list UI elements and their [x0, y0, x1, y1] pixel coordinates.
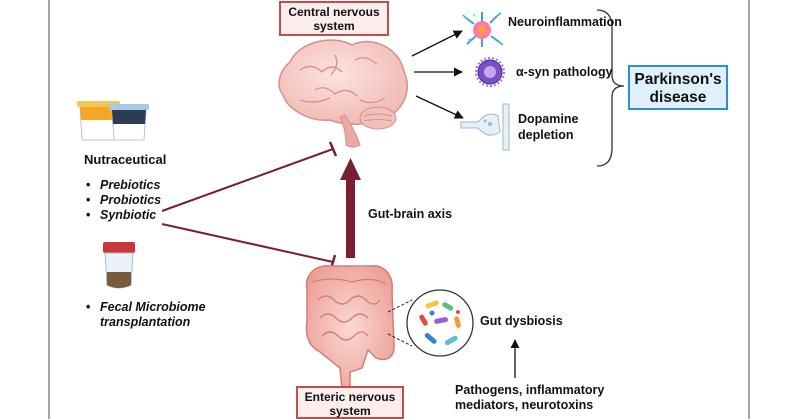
inhibit-ens-line	[161, 223, 334, 263]
gut-icon	[305, 265, 395, 391]
fmt-label: Fecal Microbiome transplantation	[86, 300, 206, 330]
outcome-brace	[596, 9, 625, 167]
zoom-line-bottom	[387, 333, 413, 347]
dopamine-label: Dopamine depletion	[518, 112, 579, 142]
asyn-label: α-syn pathology	[516, 65, 613, 79]
cns-box: Central nervous system	[279, 1, 389, 36]
causes-label: Pathogens, inflammatory mediators, neuro…	[455, 383, 605, 412]
list-item: Prebiotics	[86, 178, 161, 193]
nutraceutical-list: Prebiotics Probiotics Synbiotic	[86, 178, 161, 223]
list-item: Synbiotic	[86, 208, 161, 223]
inhibit-cns-bar	[328, 141, 338, 157]
sample-jar-icon	[103, 242, 135, 289]
gut-dysbiosis-label: Gut dysbiosis	[480, 314, 563, 328]
gut-brain-axis-label: Gut-brain axis	[368, 207, 453, 221]
arrow-to-dopamine	[415, 95, 464, 119]
parkinsons-box: Parkinson's disease	[628, 65, 728, 110]
ens-box: Enteric nervous system	[296, 386, 404, 419]
protein-aggregate-icon	[475, 57, 505, 87]
list-item: Probiotics	[86, 193, 161, 208]
inhibit-cns-line	[161, 148, 334, 212]
neuroinflammation-label: Neuroinflammation	[508, 15, 622, 29]
neuron-icon	[462, 12, 504, 47]
gut-brain-axis-arrow	[340, 158, 361, 258]
yogurt-cups-icon	[77, 101, 149, 141]
nutraceutical-title: Nutraceutical	[84, 152, 167, 167]
microbe-icon	[406, 289, 474, 357]
fmt-list: Fecal Microbiome transplantation	[86, 300, 206, 330]
arrow-to-neuroinflammation	[411, 30, 463, 57]
synapse-icon	[460, 103, 510, 151]
brain-icon	[278, 39, 408, 148]
zoom-line-top	[387, 299, 413, 313]
